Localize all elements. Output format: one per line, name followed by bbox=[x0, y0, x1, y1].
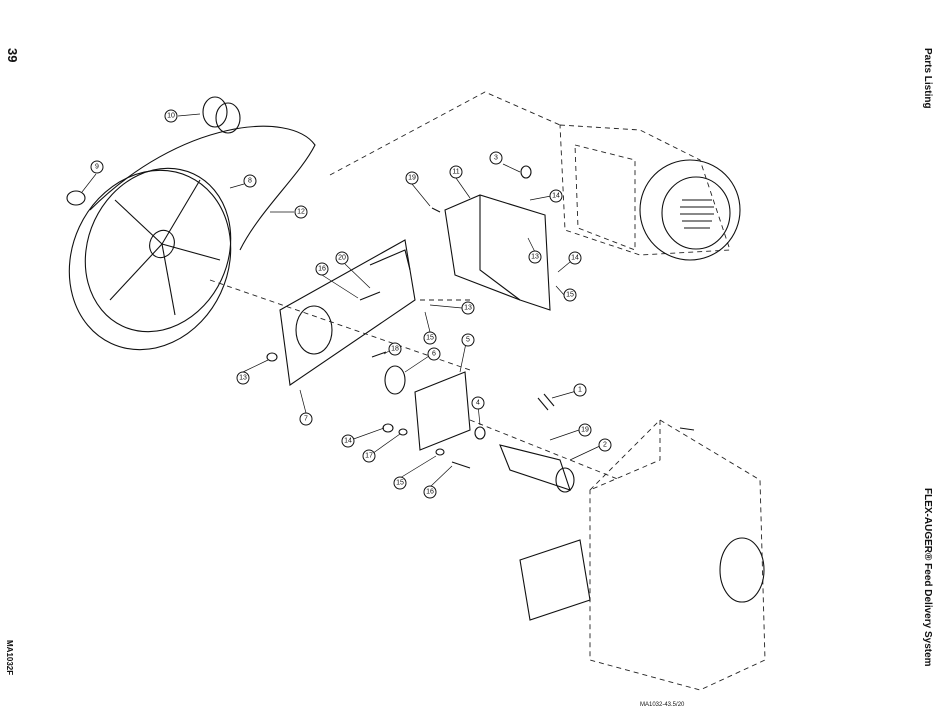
svg-text:3: 3 bbox=[494, 155, 498, 162]
svg-text:20: 20 bbox=[338, 255, 346, 262]
callout-4: 4 bbox=[472, 397, 484, 409]
callout-19-a: 19 bbox=[406, 172, 418, 184]
small-pulley bbox=[203, 97, 240, 133]
callout-3: 3 bbox=[490, 152, 502, 164]
mounting-plate bbox=[280, 240, 415, 385]
callout-9: 9 bbox=[91, 161, 103, 173]
callout-18: 18 bbox=[389, 343, 401, 355]
svg-text:17: 17 bbox=[365, 453, 373, 460]
svg-text:15: 15 bbox=[426, 335, 434, 342]
callout-6: 6 bbox=[428, 348, 440, 360]
callout-5: 5 bbox=[462, 334, 474, 346]
large-pulley bbox=[40, 126, 315, 376]
svg-text:9: 9 bbox=[95, 164, 99, 171]
callout-13-c: 13 bbox=[237, 372, 249, 384]
callout-12: 12 bbox=[295, 206, 307, 218]
callout-7: 7 bbox=[300, 413, 312, 425]
nut-9 bbox=[67, 191, 85, 205]
gearbox-outline bbox=[520, 420, 765, 690]
callout-14-b: 14 bbox=[569, 252, 581, 264]
svg-text:1: 1 bbox=[578, 387, 582, 394]
callout-19-b: 19 bbox=[579, 424, 591, 436]
svg-text:13: 13 bbox=[464, 305, 472, 312]
svg-text:7: 7 bbox=[304, 416, 308, 423]
svg-text:19: 19 bbox=[408, 175, 416, 182]
svg-text:16: 16 bbox=[426, 489, 434, 496]
svg-text:14: 14 bbox=[571, 255, 579, 262]
bearing-housing bbox=[385, 366, 485, 450]
callout-17: 17 bbox=[363, 450, 375, 462]
callout-13-a: 13 bbox=[529, 251, 541, 263]
svg-text:8: 8 bbox=[248, 178, 252, 185]
svg-text:12: 12 bbox=[297, 209, 305, 216]
callout-11: 11 bbox=[450, 166, 462, 178]
svg-text:6: 6 bbox=[432, 351, 436, 358]
callout-14-a: 14 bbox=[550, 190, 562, 202]
callout-15-c: 15 bbox=[394, 477, 406, 489]
callout-15-a: 15 bbox=[564, 289, 576, 301]
callout-13-b: 13 bbox=[462, 302, 474, 314]
svg-text:10: 10 bbox=[167, 113, 175, 120]
svg-text:16: 16 bbox=[318, 266, 326, 273]
callout-14-c: 14 bbox=[342, 435, 354, 447]
callout-8: 8 bbox=[244, 175, 256, 187]
svg-text:18: 18 bbox=[391, 346, 399, 353]
svg-text:2: 2 bbox=[603, 442, 607, 449]
svg-text:5: 5 bbox=[466, 337, 470, 344]
callout-16-b: 16 bbox=[424, 486, 436, 498]
callout-16-a: 16 bbox=[316, 263, 328, 275]
svg-text:15: 15 bbox=[396, 480, 404, 487]
assembly-lines bbox=[210, 280, 620, 480]
callout-1: 1 bbox=[574, 384, 586, 396]
drive-shaft bbox=[500, 445, 574, 492]
svg-text:14: 14 bbox=[344, 438, 352, 445]
drawing-id: MA1032-43.5/20 bbox=[640, 702, 685, 708]
svg-text:15: 15 bbox=[566, 292, 574, 299]
callout-2: 2 bbox=[599, 439, 611, 451]
svg-text:13: 13 bbox=[239, 375, 247, 382]
svg-text:13: 13 bbox=[531, 254, 539, 261]
callout-10: 10 bbox=[165, 110, 177, 122]
svg-text:4: 4 bbox=[476, 400, 480, 407]
motor-outline bbox=[330, 92, 740, 260]
svg-text:19: 19 bbox=[581, 427, 589, 434]
callout-20: 20 bbox=[336, 252, 348, 264]
callout-15-b: 15 bbox=[424, 332, 436, 344]
svg-text:14: 14 bbox=[552, 193, 560, 200]
svg-text:11: 11 bbox=[452, 169, 459, 176]
